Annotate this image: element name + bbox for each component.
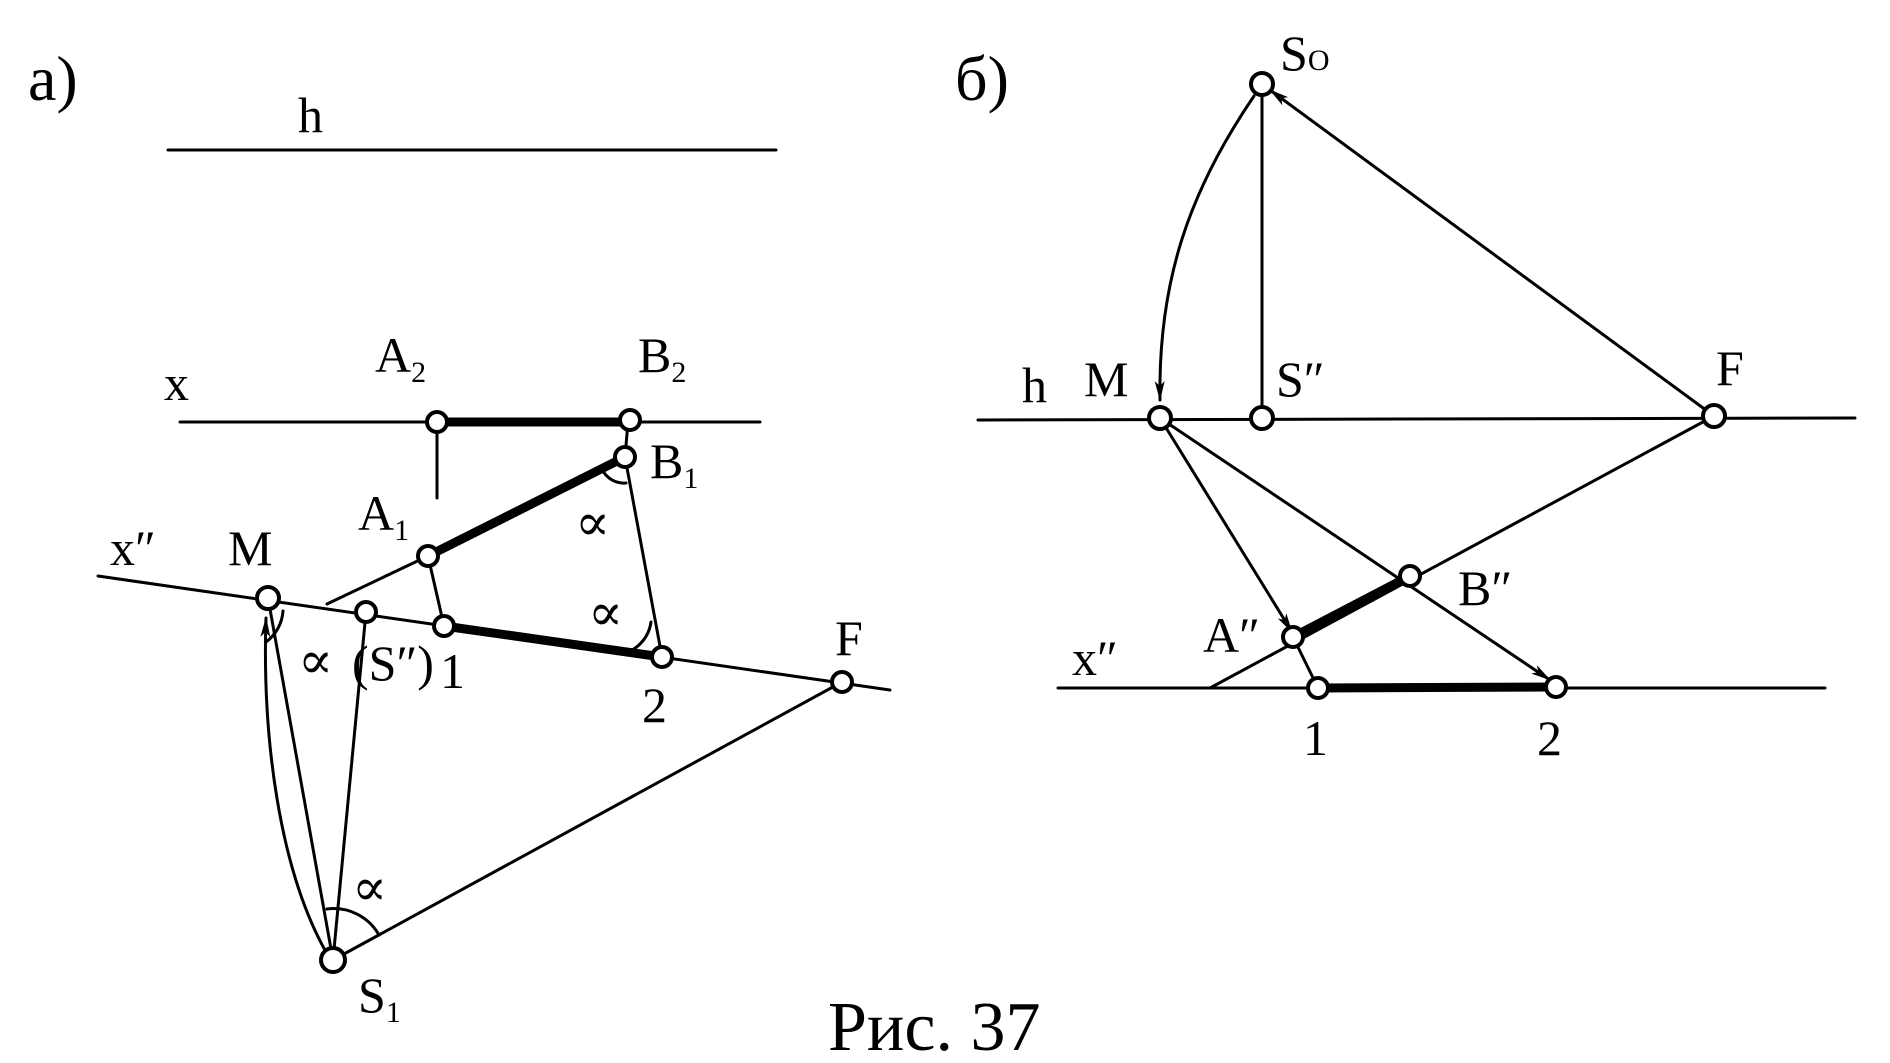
line-S1-M	[266, 596, 335, 962]
arrow-M-2	[1158, 416, 1552, 682]
label-1-a: 1	[440, 643, 465, 699]
segment-A1-B1	[423, 452, 630, 561]
point-B2-b	[1398, 564, 1422, 588]
line-S1-S2	[331, 610, 368, 962]
point-1-a	[432, 614, 456, 638]
point-M-b	[1147, 405, 1173, 431]
panel-b: б) h x″ SO M S″ F	[955, 25, 1857, 766]
line-S1-F	[331, 680, 844, 962]
label-So: SO	[1280, 25, 1329, 81]
alpha-M: ∝	[298, 633, 333, 690]
point-S1	[319, 946, 347, 974]
label-x2-b: x″	[1072, 630, 1118, 686]
arc-arrow-S1-M	[260, 616, 328, 954]
link-B1-2	[623, 455, 664, 659]
label-S1: S1	[358, 967, 401, 1029]
label-A2: A2	[375, 327, 426, 389]
label-S2-a: (S″)	[352, 635, 434, 691]
label-M-a: M	[228, 520, 272, 576]
label-1-b: 1	[1303, 710, 1328, 766]
point-1-b	[1306, 676, 1330, 700]
panel-b-label: б)	[955, 43, 1009, 114]
label-2-a: 2	[642, 677, 667, 733]
label-x2-a: x″	[110, 520, 156, 576]
alpha-B1: ∝	[575, 495, 610, 552]
label-A2-b: A″	[1203, 607, 1260, 663]
point-2-b	[1544, 675, 1568, 699]
label-S2-b: S″	[1276, 351, 1325, 407]
point-So	[1249, 71, 1275, 97]
panel-a: а) h x x″ ∝ ∝ ∝ ∝	[28, 43, 892, 1029]
point-A2-b	[1281, 625, 1305, 649]
arrow-M-A2	[1158, 416, 1294, 634]
figure-caption: Рис. 37	[828, 989, 1040, 1063]
alpha-S1: ∝	[352, 860, 387, 917]
angle-arc-S1	[325, 907, 381, 937]
angle-arc-2	[626, 620, 653, 654]
label-B2: B2	[638, 327, 686, 389]
angle-arc-M	[264, 609, 285, 644]
label-h-a: h	[298, 87, 323, 143]
point-B1	[613, 445, 637, 469]
line-A1-extension	[325, 554, 430, 606]
point-S2-a	[354, 600, 378, 624]
label-F-b: F	[1716, 340, 1744, 396]
point-F-a	[830, 670, 854, 694]
point-F-b	[1701, 403, 1727, 429]
label-h-b: h	[1022, 357, 1047, 413]
line-F-x2	[1208, 414, 1716, 690]
segment-A2-B2-b	[1288, 571, 1415, 642]
panel-a-label: а)	[28, 43, 78, 114]
point-M-a	[255, 585, 281, 611]
alpha-2: ∝	[588, 585, 623, 642]
angle-arc-B1	[600, 467, 628, 485]
segment-1-2-b	[1313, 682, 1561, 693]
point-A1	[416, 544, 440, 568]
label-F-a: F	[835, 610, 863, 666]
point-B2	[618, 408, 642, 432]
arc-arrow-So-M	[1154, 94, 1256, 402]
label-2-b: 2	[1537, 710, 1562, 766]
label-A1: A1	[358, 485, 409, 547]
label-B2-b: B″	[1458, 560, 1512, 616]
label-M-b: M	[1084, 351, 1128, 407]
point-A2	[425, 410, 449, 434]
arrow-F-So	[1268, 88, 1716, 418]
label-x-a: x	[164, 355, 189, 411]
point-2-a	[650, 645, 674, 669]
label-B1: B1	[650, 433, 698, 495]
point-S2-b	[1249, 405, 1275, 431]
segment-1-2	[439, 621, 667, 662]
